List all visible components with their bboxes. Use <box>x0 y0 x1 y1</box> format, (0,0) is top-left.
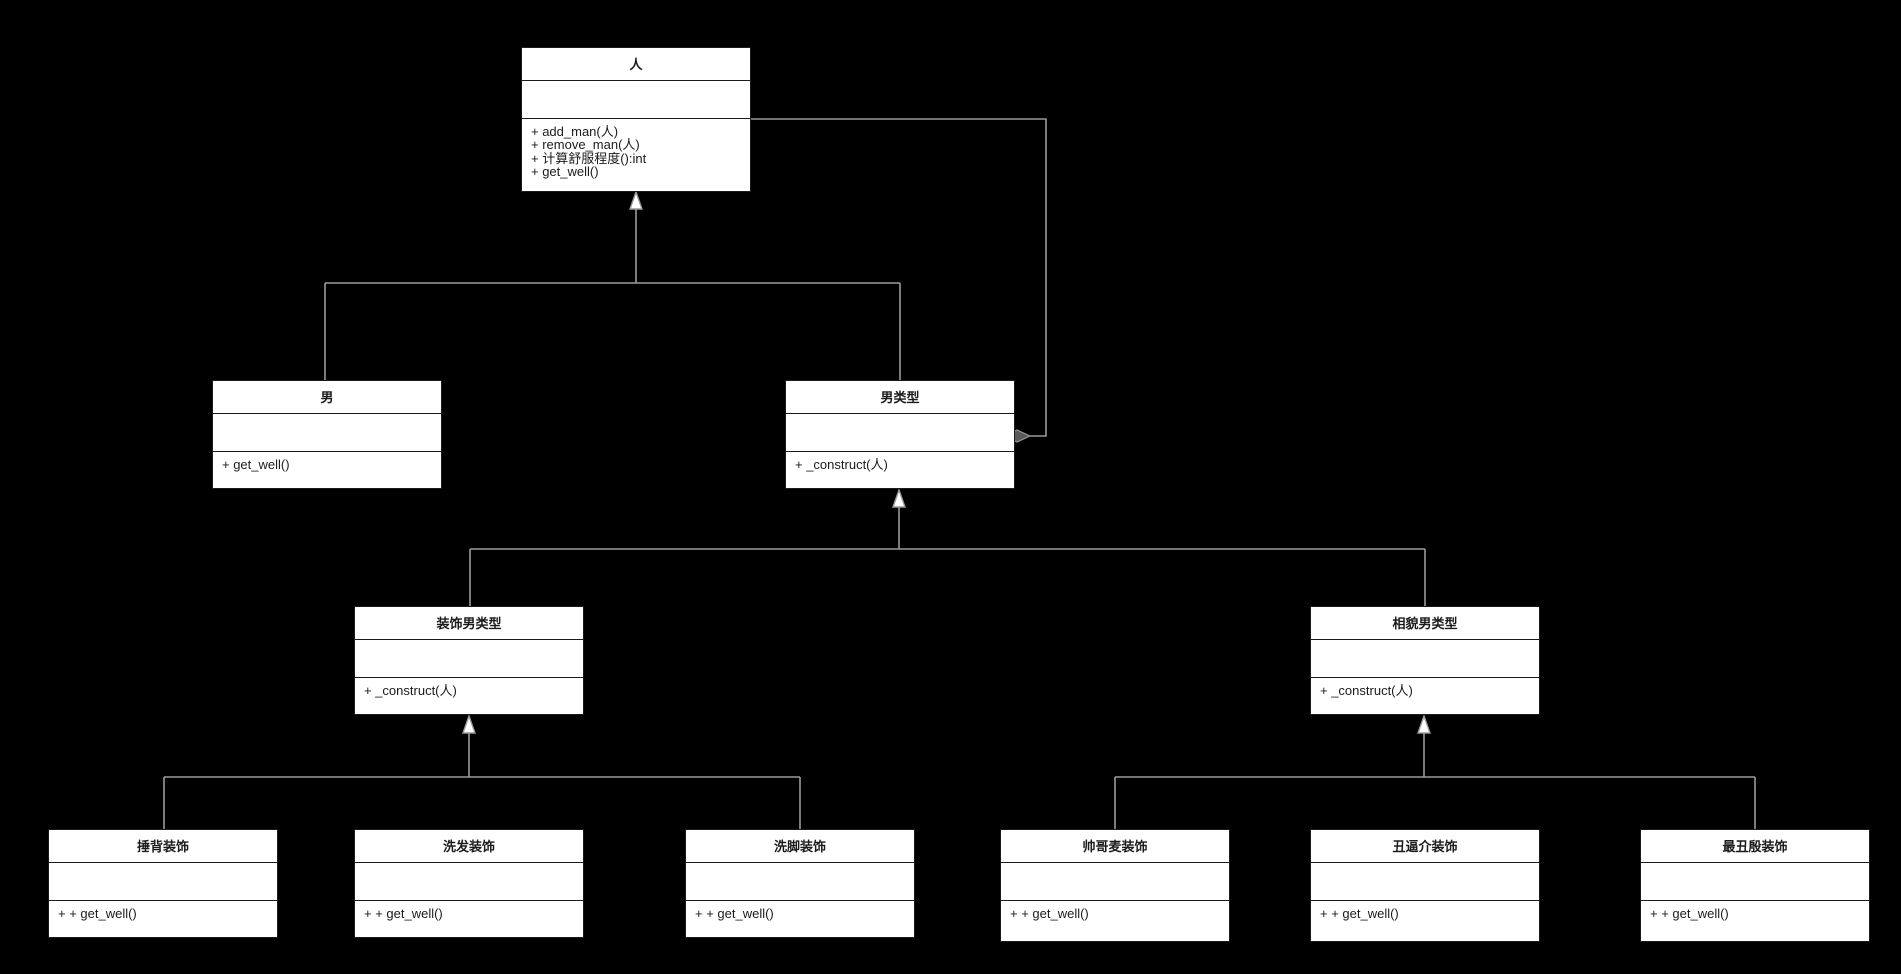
edge-generalization-mantype-children <box>469 501 1426 606</box>
uml-class-name: 装饰男类型 <box>355 607 583 640</box>
uml-class-name: 洗脚装饰 <box>686 830 914 863</box>
uml-operation: + _construct(人) <box>364 683 457 698</box>
uml-class-hair-wash-decorator[interactable]: 洗发装饰 + + get_well() <box>354 829 584 938</box>
uml-operation: + _construct(人) <box>1320 683 1413 698</box>
uml-class-name: 最丑殷装饰 <box>1641 830 1869 863</box>
uml-class-attributes <box>1311 640 1539 678</box>
uml-class-attributes <box>1641 863 1869 901</box>
uml-operation: + + get_well() <box>1010 906 1089 921</box>
uml-class-name: 相貌男类型 <box>1311 607 1539 640</box>
uml-operation: + + get_well() <box>695 906 774 921</box>
uml-class-person[interactable]: 人 + add_man(人)+ remove_man(人)+ 计算舒服程度():i… <box>521 47 751 192</box>
uml-class-name: 洗发装饰 <box>355 830 583 863</box>
uml-class-attributes <box>49 863 277 901</box>
uml-class-operations: + _construct(人) <box>1311 678 1539 703</box>
uml-class-operations: + + get_well() <box>1641 901 1869 926</box>
uml-class-foot-wash-decorator[interactable]: 洗脚装饰 + + get_well() <box>685 829 915 938</box>
uml-operation: + add_man(人) <box>531 124 619 139</box>
uml-class-decorated-man-type[interactable]: 装饰男类型 + _construct(人) <box>354 606 584 715</box>
uml-class-operations: + + get_well() <box>1001 901 1229 926</box>
uml-class-attributes <box>355 640 583 678</box>
uml-class-name: 帅哥麦装饰 <box>1001 830 1229 863</box>
edge-generalization-decorated-children <box>163 727 801 829</box>
uml-class-name: 男 <box>213 381 441 414</box>
uml-class-operations: + + get_well() <box>355 901 583 926</box>
uml-operation: + _construct(人) <box>795 457 888 472</box>
uml-class-ugly-jie-decorator[interactable]: 丑逼介装饰 + + get_well() <box>1310 829 1540 942</box>
uml-class-ugliest-yin-decorator[interactable]: 最丑殷装饰 + + get_well() <box>1640 829 1870 942</box>
uml-class-back-pound-decorator[interactable]: 捶背装饰 + + get_well() <box>48 829 278 938</box>
uml-class-operations: + + get_well() <box>1311 901 1539 926</box>
uml-class-operations: + get_well() <box>213 452 441 477</box>
uml-class-operations: + _construct(人) <box>355 678 583 703</box>
edge-generalization-person-children <box>324 203 901 380</box>
uml-class-operations: + add_man(人)+ remove_man(人)+ 计算舒服程度():in… <box>522 119 750 185</box>
edge-generalization-appearance-children <box>1114 727 1756 829</box>
uml-operation: + + get_well() <box>1650 906 1729 921</box>
generalization-arrowhead-appearance <box>1417 713 1431 734</box>
uml-class-name: 人 <box>522 48 750 81</box>
generalization-arrowhead-decorated <box>462 713 476 734</box>
uml-class-attributes <box>1311 863 1539 901</box>
uml-class-name: 丑逼介装饰 <box>1311 830 1539 863</box>
uml-class-name: 捶背装饰 <box>49 830 277 863</box>
generalization-arrowhead-mantype <box>892 487 906 508</box>
uml-operation: + remove_man(人) <box>531 137 640 153</box>
uml-class-man-type[interactable]: 男类型 + _construct(人) <box>785 380 1015 489</box>
uml-class-appearance-man-type[interactable]: 相貌男类型 + _construct(人) <box>1310 606 1540 715</box>
uml-class-attributes <box>213 414 441 452</box>
uml-class-attributes <box>355 863 583 901</box>
uml-class-attributes <box>1001 863 1229 901</box>
uml-class-attributes <box>786 414 1014 452</box>
uml-operation: + get_well() <box>222 457 290 472</box>
uml-class-attributes <box>686 863 914 901</box>
uml-class-name: 男类型 <box>786 381 1014 414</box>
uml-operation: + 计算舒服程度():int <box>531 150 647 166</box>
uml-class-man[interactable]: 男 + get_well() <box>212 380 442 489</box>
uml-class-operations: + + get_well() <box>686 901 914 926</box>
generalization-arrowhead-person <box>629 189 643 210</box>
uml-operation: + + get_well() <box>1320 906 1399 921</box>
uml-operation: + + get_well() <box>364 906 443 921</box>
uml-class-handsome-mai-decorator[interactable]: 帅哥麦装饰 + + get_well() <box>1000 829 1230 942</box>
uml-class-attributes <box>522 81 750 119</box>
uml-operation: + get_well() <box>531 164 599 180</box>
uml-class-operations: + + get_well() <box>49 901 277 926</box>
uml-class-operations: + _construct(人) <box>786 452 1014 477</box>
uml-operation: + + get_well() <box>58 906 137 921</box>
